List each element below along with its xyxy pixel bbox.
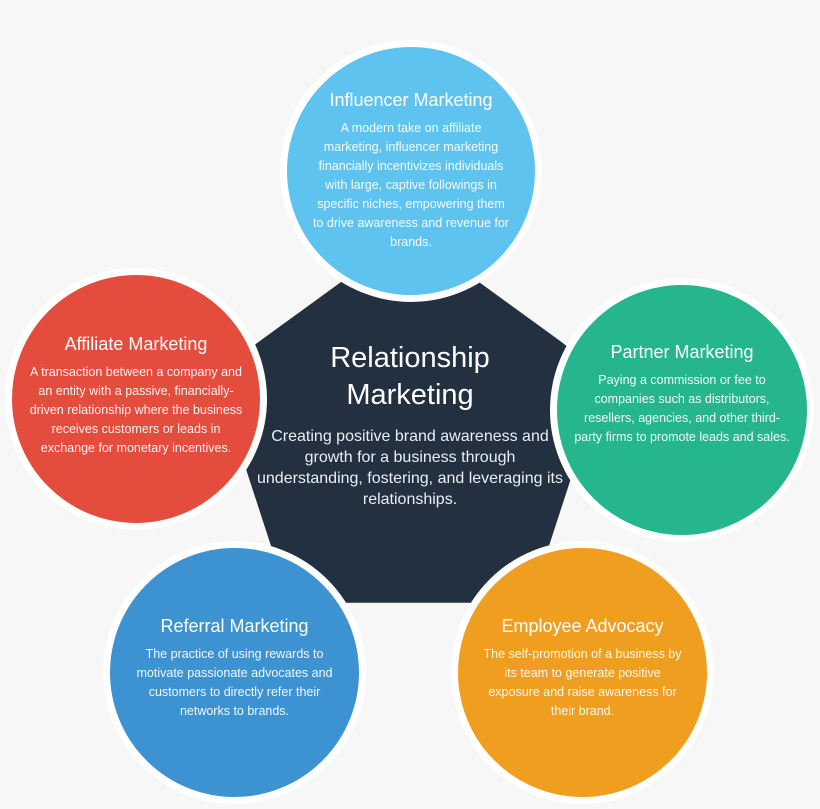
node-title: Affiliate Marketing [64, 334, 208, 354]
node-description: The practice of using rewards to motivat… [136, 647, 333, 718]
node-description: Paying a commission or fee to companies … [574, 373, 790, 444]
node-employee-advocacy: Employee Advocacy The self-promotion of … [451, 541, 714, 804]
center-title: Relationship Marketing [250, 340, 570, 414]
node-partner-marketing: Partner Marketing Paying a commission or… [550, 278, 814, 542]
node-description: A transaction between a company and an e… [29, 365, 243, 455]
node-description: The self-promotion of a business by its … [483, 647, 682, 718]
node-title: Referral Marketing [160, 616, 309, 636]
node-description: A modern take on affiliate marketing, in… [313, 121, 509, 249]
node-influencer-marketing: Influencer Marketing A modern take on af… [280, 40, 542, 302]
node-affiliate-marketing: Affiliate Marketing A transaction betwee… [5, 268, 267, 530]
center-hub: Relationship Marketing Creating positive… [250, 340, 570, 510]
center-title-line2: Marketing [346, 379, 474, 411]
node-referral-marketing: Referral Marketing The practice of using… [103, 541, 366, 804]
center-description: Creating positive brand awareness and gr… [257, 428, 563, 508]
center-title-line1: Relationship [330, 342, 490, 374]
node-title: Employee Advocacy [501, 616, 664, 636]
node-title: Influencer Marketing [329, 90, 493, 110]
node-title: Partner Marketing [610, 342, 754, 362]
